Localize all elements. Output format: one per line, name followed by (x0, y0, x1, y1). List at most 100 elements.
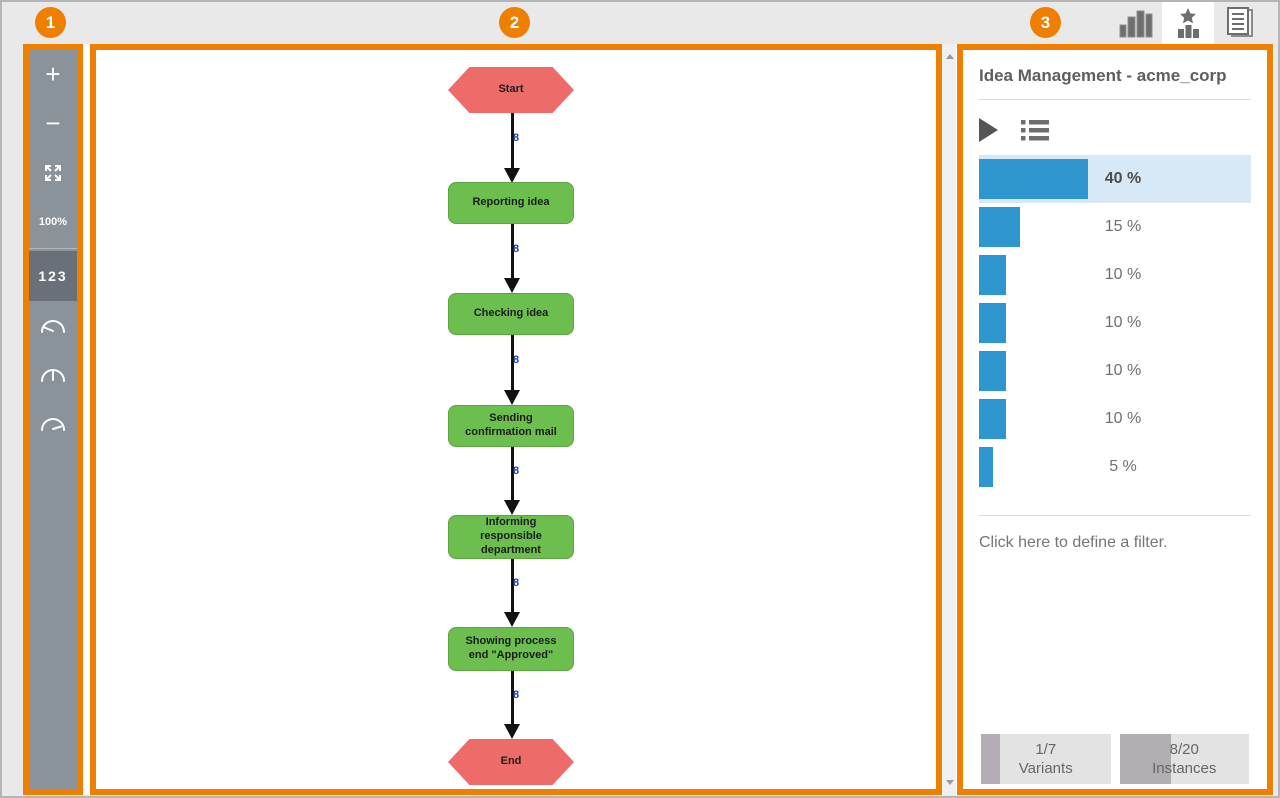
variant-row[interactable]: 40 % (979, 155, 1251, 203)
page-title: Idea Management - acme_corp (979, 66, 1227, 85)
edge-frequency-label: 8 (513, 132, 520, 144)
edge-line (510, 447, 514, 502)
variant-percent-label: 5 % (1109, 458, 1137, 475)
variant-bar (979, 159, 1088, 199)
variants-stat-text: 1/7 Variants (981, 734, 1111, 784)
view-switcher (1110, 2, 1266, 44)
tab-charts[interactable] (1110, 2, 1162, 44)
variant-percent-label: 10 % (1104, 314, 1142, 331)
variant-bar (979, 207, 1020, 247)
edge-line (510, 224, 514, 280)
define-filter-link[interactable]: Click here to define a filter. (979, 534, 1168, 551)
arrowhead-icon (504, 168, 520, 183)
column-chart-icon (1119, 10, 1153, 38)
process-canvas[interactable]: Start 8 Reporting idea 8 Checking idea 8… (96, 50, 936, 789)
arrowhead-icon (504, 724, 520, 739)
variant-bar (979, 447, 993, 487)
title-divider (979, 99, 1251, 100)
process-node[interactable]: Reporting idea (448, 182, 574, 224)
edge-line (510, 113, 514, 170)
variant-row[interactable]: 10 % (979, 347, 1251, 395)
variant-bar (979, 399, 1007, 439)
edge-frequency-label: 8 (513, 577, 520, 589)
instances-stat-text: 8/20 Instances (1120, 734, 1250, 784)
process-edge: 8 (502, 335, 522, 405)
variant-list-icon[interactable] (1020, 118, 1050, 142)
variant-panel: Idea Management - acme_corp 40 % (963, 50, 1267, 789)
variant-percent-label: 10 % (1104, 266, 1142, 283)
instances-stat-fill (1119, 734, 1172, 784)
edge-line (510, 671, 514, 726)
process-node[interactable]: Start (448, 67, 574, 113)
performance-high-button[interactable] (29, 399, 77, 448)
zoom-in-button[interactable]: + (45, 59, 61, 89)
variant-list: 40 % 15 % 10 % 10 % 10 % (979, 155, 1251, 491)
process-edge: 8 (502, 559, 522, 627)
annotation-badge-3: 3 (1030, 7, 1061, 38)
variant-panel-region: Idea Management - acme_corp 40 % (957, 44, 1273, 795)
variant-percent-label: 10 % (1104, 362, 1142, 379)
filter-divider (979, 515, 1251, 516)
variant-bar (979, 255, 1007, 295)
performance-low-button[interactable] (29, 301, 77, 350)
process-edge: 8 (502, 447, 522, 515)
variant-row[interactable]: 15 % (979, 203, 1251, 251)
variant-explorer-star-icon (1178, 8, 1199, 38)
instances-stat-label: Instances (1152, 760, 1217, 777)
edge-line (510, 559, 514, 614)
variants-stat[interactable]: 1/7 Variants (981, 734, 1111, 784)
instances-stat-value: 8/20 (1169, 740, 1199, 758)
edge-frequency-label: 8 (513, 242, 520, 255)
stats-row: 1/7 Variants 8/20 Instances (981, 734, 1249, 784)
zoom-out-button[interactable]: − (45, 108, 61, 138)
variant-bar (979, 303, 1007, 343)
arrowhead-icon (504, 278, 520, 293)
edge-line (510, 335, 514, 392)
annotation-badge-2: 2 (499, 7, 530, 38)
process-edge: 8 (502, 224, 522, 293)
process-node[interactable]: Sending confirmation mail (448, 405, 574, 447)
tab-log[interactable] (1214, 2, 1266, 44)
fit-to-screen-button[interactable] (29, 148, 77, 197)
variants-stat-label: Variants (1018, 760, 1073, 777)
zoom-level-button[interactable]: 100% (38, 215, 68, 228)
instances-stat[interactable]: 8/20 Instances (1119, 734, 1250, 784)
edge-frequency-label: 8 (513, 689, 520, 701)
vertical-scrollbar[interactable] (943, 44, 956, 795)
variant-percent-label: 10 % (1104, 410, 1142, 427)
scroll-up-icon[interactable] (946, 54, 954, 59)
process-node[interactable]: Informing responsible department (448, 515, 574, 559)
play-animation-icon[interactable] (979, 118, 998, 142)
arrowhead-icon (504, 390, 520, 405)
process-edge: 8 (502, 671, 522, 739)
process-map-region: Start 8 Reporting idea 8 Checking idea 8… (90, 44, 942, 795)
gauge-mid-icon (41, 369, 65, 382)
process-node[interactable]: Checking idea (448, 293, 574, 335)
left-toolbar: + − 100% 123 (29, 50, 77, 789)
variant-actions (979, 116, 1251, 144)
map-controls-region: + − 100% 123 (23, 44, 83, 795)
tab-variants[interactable] (1162, 2, 1214, 44)
variants-stat-value: 1/7 (1035, 740, 1057, 758)
variant-row[interactable]: 10 % (979, 395, 1251, 443)
performance-mid-button[interactable] (29, 350, 77, 399)
frequency-numbers-button[interactable]: 123 (29, 251, 77, 301)
document-log-icon (1227, 7, 1253, 37)
gauge-high-icon (41, 418, 65, 431)
annotation-badge-1: 1 (35, 7, 66, 38)
variant-bar (979, 351, 1007, 391)
gauge-low-icon (41, 320, 65, 333)
process-node[interactable]: End (448, 739, 574, 785)
arrowhead-icon (504, 500, 520, 515)
variant-row[interactable]: 5 % (979, 443, 1251, 491)
top-bar: 1 2 3 (2, 2, 1278, 44)
process-node[interactable]: Showing process end "Approved" (448, 627, 574, 671)
scroll-down-icon[interactable] (946, 780, 954, 785)
variant-row[interactable]: 10 % (979, 299, 1251, 347)
variant-percent-label: 15 % (1104, 218, 1142, 235)
process-edge: 8 (502, 113, 522, 183)
toolbar-divider (29, 248, 77, 249)
variant-row[interactable]: 10 % (979, 251, 1251, 299)
variant-percent-label: 40 % (1104, 170, 1142, 187)
